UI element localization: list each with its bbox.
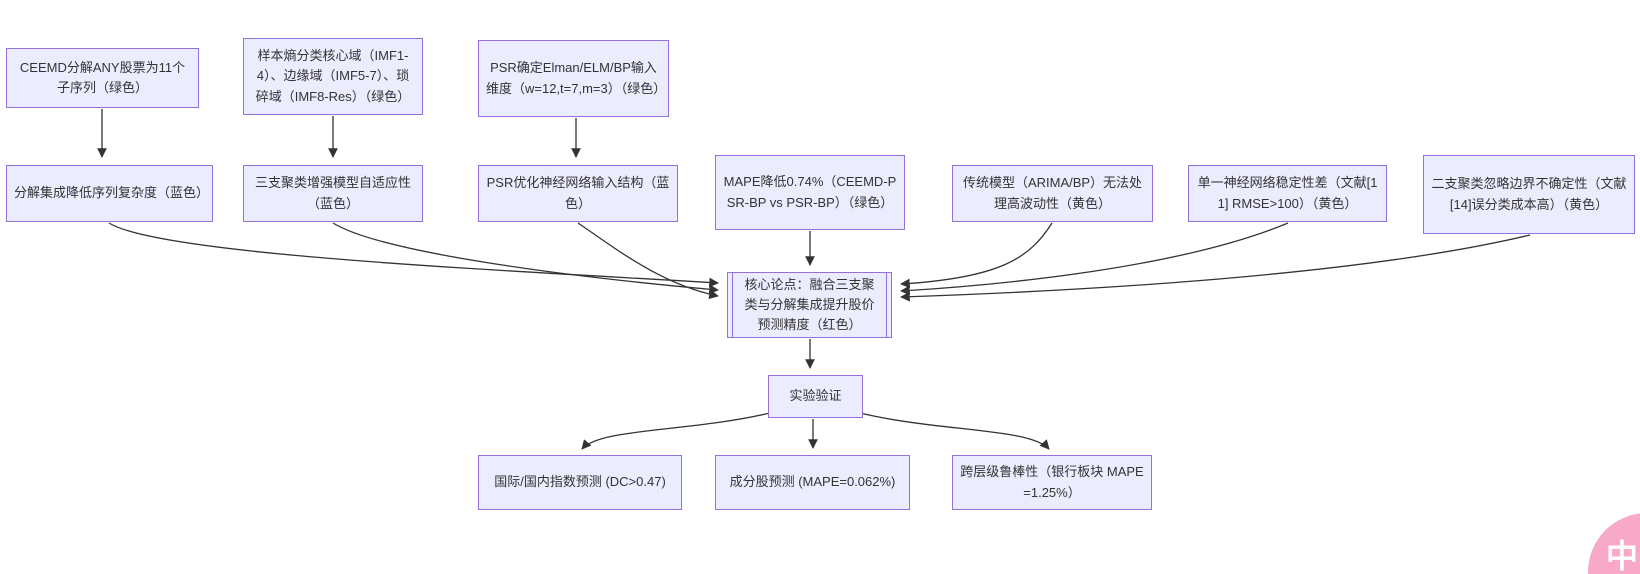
edge-twoway-core bbox=[900, 234, 1531, 302]
node-experiment: 实验验证 bbox=[768, 375, 863, 418]
node-core-thesis: 核心论点：融合三支聚类与分解集成提升股价预测精度（红色） bbox=[727, 272, 892, 338]
node-traditional: 传统模型（ARIMA/BP）无法处理高波动性（黄色） bbox=[952, 165, 1153, 222]
node-sample-entropy: 样本熵分类核心域（IMF1-4）、边缘域（IMF5-7）、琐碎域（IMF8-Re… bbox=[243, 38, 423, 115]
node-decomposition: 分解集成降低序列复杂度（蓝色） bbox=[6, 165, 213, 222]
translate-badge-label: 中A bbox=[1606, 538, 1640, 574]
node-psr-optimize: PSR优化神经网络输入结构（蓝色） bbox=[478, 165, 678, 222]
edge-traditional-core bbox=[900, 222, 1053, 289]
translate-badge-button[interactable]: 中A bbox=[1588, 513, 1640, 574]
node-component-pred: 成分股预测 (MAPE=0.062%) bbox=[715, 455, 910, 510]
node-mape-reduce: MAPE降低0.74%（CEEMD-PSR-BP vs PSR-BP）（绿色） bbox=[715, 155, 905, 230]
edge-psropt-core bbox=[577, 222, 719, 299]
node-index-pred: 国际/国内指数预测 (DC>0.47) bbox=[478, 455, 682, 510]
node-robustness: 跨层级鲁棒性（银行板块 MAPE=1.25%） bbox=[952, 455, 1152, 510]
edge-threeway-core bbox=[332, 222, 719, 295]
node-two-way: 二支聚类忽略边界不确定性（文献[14]误分类成本高）（黄色） bbox=[1423, 155, 1635, 234]
node-single-nn: 单一神经网络稳定性差（文献[11] RMSE>100）（黄色） bbox=[1188, 165, 1387, 222]
edge-experiment-robustness bbox=[859, 412, 1050, 450]
node-ceemd: CEEMD分解ANY股票为11个子序列（绿色） bbox=[6, 48, 199, 108]
edge-decomposition-core bbox=[108, 222, 719, 288]
edge-experiment-indexpred bbox=[581, 412, 771, 450]
edge-singlenn-core bbox=[900, 222, 1289, 296]
node-three-way: 三支聚类增强模型自适应性（蓝色） bbox=[243, 165, 423, 222]
node-psr-dimension: PSR确定Elman/ELM/BP输入维度（w=12,t=7,m=3）（绿色） bbox=[478, 40, 669, 117]
